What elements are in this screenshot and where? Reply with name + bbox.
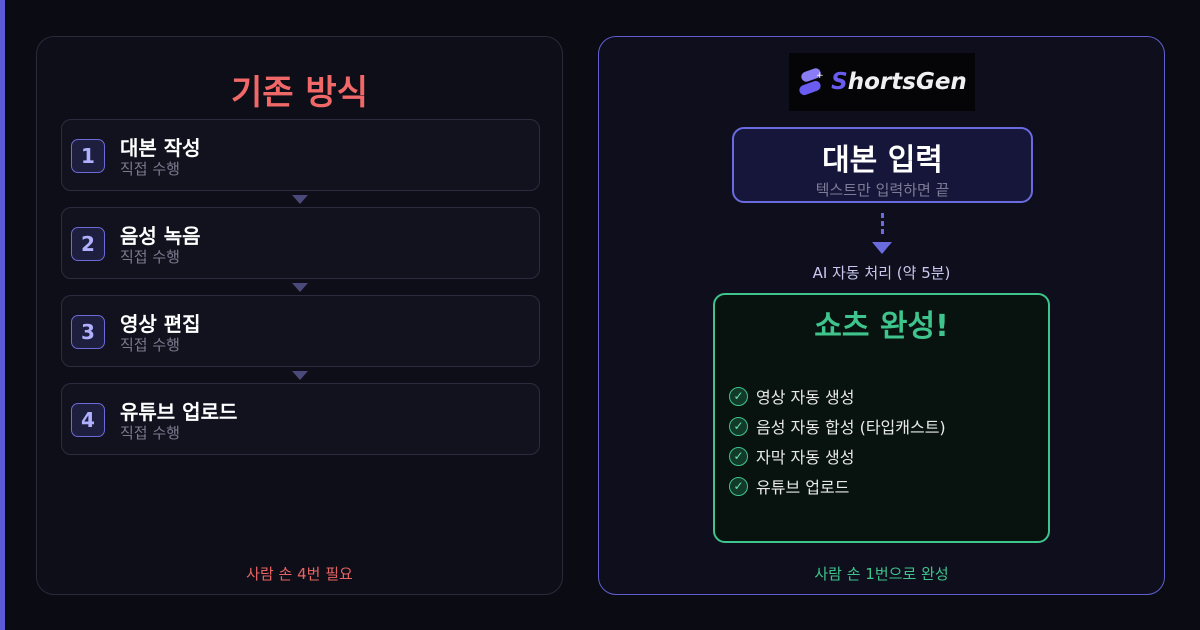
accent-stripe: [0, 0, 5, 630]
legacy-title: 기존 방식: [231, 73, 368, 113]
arrow-down-icon: [872, 242, 892, 254]
logo-icon: +: [799, 68, 824, 96]
feature-item: ✓ 영상 자동 생성: [729, 381, 946, 411]
check-circle-icon: ✓: [729, 476, 748, 496]
arrow-down-icon: [292, 195, 308, 204]
step-sub: 직접 수행: [120, 248, 180, 266]
step-name: 대본 작성: [120, 136, 201, 160]
logo-text: hortsGen: [847, 69, 967, 95]
step-number: 4: [71, 403, 105, 437]
check-circle-icon: ✓: [729, 446, 748, 466]
step-sub: 직접 수행: [120, 160, 180, 178]
feature-item: ✓ 자막 자동 생성: [729, 441, 946, 471]
feature-label: 유튜브 업로드: [756, 478, 850, 497]
input-sub: 텍스트만 입력하면 끝: [815, 181, 950, 199]
logo-s: S: [831, 69, 848, 95]
step-name: 영상 편집: [120, 312, 201, 336]
legacy-footer: 사람 손 4번 필요: [246, 565, 353, 583]
shortsgen-footer: 사람 손 1번으로 완성: [814, 565, 949, 583]
dashed-connector: [881, 213, 884, 235]
result-title: 쇼츠 완성!: [814, 309, 949, 344]
arrow-down-icon: [292, 283, 308, 292]
ai-process-label: AI 자동 처리 (약 5분): [812, 264, 951, 282]
step-sub: 직접 수행: [120, 424, 180, 442]
step-name: 음성 녹음: [120, 224, 201, 248]
feature-label: 자막 자동 생성: [756, 448, 855, 467]
feature-label: 음성 자동 합성 (타입캐스트): [756, 418, 946, 437]
feature-label: 영상 자동 생성: [756, 388, 855, 407]
step-number: 1: [71, 139, 105, 173]
svg-text:+: +: [816, 71, 824, 81]
shortsgen-logo: + ShortsGen: [789, 53, 975, 111]
check-circle-icon: ✓: [729, 416, 748, 436]
feature-item: ✓ 음성 자동 합성 (타입캐스트): [729, 411, 946, 441]
result-box: 쇼츠 완성! ✓ 영상 자동 생성 ✓ 음성 자동 합성 (타입캐스트) ✓ 자막 자…: [713, 293, 1050, 543]
step-number: 3: [71, 315, 105, 349]
check-circle-icon: ✓: [729, 386, 748, 406]
feature-item: ✓ 유튜브 업로드: [729, 471, 946, 501]
input-title: 대본 입력: [822, 143, 943, 178]
arrow-down-icon: [292, 371, 308, 380]
shortsgen-panel: + ShortsGen 대본 입력 텍스트만 입력하면 끝 AI 자동 처리 (…: [598, 36, 1165, 595]
script-input-box: 대본 입력 텍스트만 입력하면 끝: [732, 127, 1033, 203]
step-name: 유튜브 업로드: [120, 400, 238, 424]
step-number: 2: [71, 227, 105, 261]
step-sub: 직접 수행: [120, 336, 180, 354]
